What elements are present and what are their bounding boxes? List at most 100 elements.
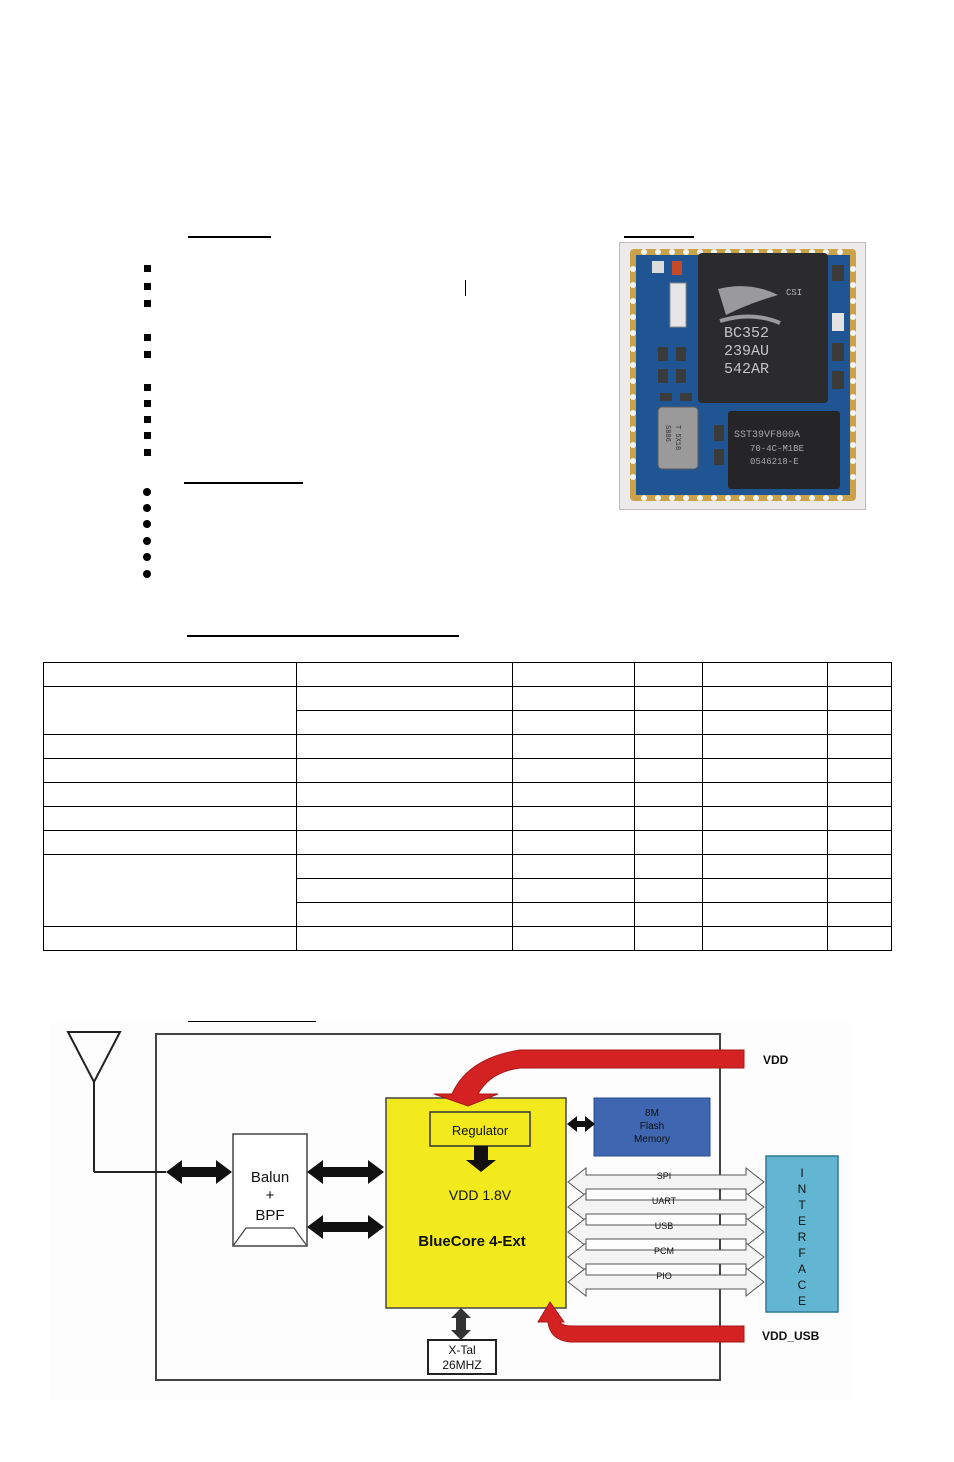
svg-text:Memory: Memory	[634, 1134, 670, 1145]
list-bullet	[143, 504, 151, 512]
list-bullet	[144, 432, 151, 439]
specifications-heading-underline	[187, 635, 459, 637]
flash-core-arrow	[567, 1116, 595, 1132]
list-bullet	[144, 449, 151, 456]
table-cell	[827, 926, 892, 951]
flash-memory-block: 8M Flash Memory	[593, 1097, 711, 1157]
table-cell	[512, 782, 635, 807]
table-cell	[702, 710, 828, 735]
antenna-icon	[66, 1031, 166, 1173]
table-cell	[634, 878, 703, 903]
svg-text:26MHZ: 26MHZ	[442, 1358, 481, 1372]
table-cell	[512, 902, 635, 927]
table-cell	[43, 758, 297, 783]
list-bullet	[143, 537, 151, 545]
bus-arrow-pcm: PCM	[567, 1241, 765, 1273]
table-cell	[512, 662, 635, 687]
table-row	[44, 878, 892, 903]
svg-text:CSI: CSI	[786, 288, 802, 298]
module-photo: CSI BC352 239AU 542AR SST39VF800A 70-4C-…	[619, 242, 866, 510]
photo-heading-underline	[624, 236, 694, 238]
table-cell	[827, 710, 892, 735]
svg-text:VDD_USB: VDD_USB	[762, 1329, 820, 1343]
svg-text:I: I	[800, 1166, 803, 1180]
vdd-usb-power-arrow	[537, 1301, 745, 1343]
table-cell	[702, 734, 828, 759]
table-row	[43, 758, 892, 783]
regulator-block	[429, 1111, 531, 1147]
table-cell	[43, 662, 297, 687]
svg-text:X-Tal: X-Tal	[448, 1343, 475, 1357]
svg-text:S886: S886	[663, 425, 671, 442]
svg-text:R: R	[798, 1230, 807, 1244]
svg-text:+: +	[266, 1187, 275, 1204]
list-bullet	[144, 384, 151, 391]
table-cell	[702, 662, 828, 687]
table-cell	[296, 662, 513, 687]
rf-double-arrow	[166, 1160, 232, 1184]
table-cell	[296, 926, 513, 951]
text-cursor-mark	[465, 280, 466, 296]
table-cell	[634, 734, 703, 759]
list-bullet	[143, 553, 151, 561]
svg-text:C: C	[798, 1278, 807, 1292]
flash-chip	[728, 411, 840, 489]
svg-text:8M: 8M	[645, 1108, 659, 1119]
table-cell	[296, 854, 513, 879]
svg-text:Regulator: Regulator	[452, 1123, 509, 1138]
table-cell	[634, 710, 703, 735]
bluetooth-module-image: CSI BC352 239AU 542AR SST39VF800A 70-4C-…	[620, 243, 865, 509]
table-cell	[512, 734, 635, 759]
table-cell	[702, 758, 828, 783]
table-row	[43, 662, 892, 687]
bus-arrow-spi: SPI	[567, 1166, 765, 1198]
table-cell	[512, 710, 635, 735]
list-bullet	[143, 488, 151, 496]
table-cell	[296, 830, 513, 855]
table-cell	[634, 830, 703, 855]
table-cell	[296, 806, 513, 831]
table-cell	[296, 710, 513, 735]
table-cell	[827, 782, 892, 807]
interface-block: I N T E R F A C E	[765, 1155, 839, 1313]
table-cell	[827, 854, 892, 879]
list-bullet	[144, 416, 151, 423]
svg-text:PIO: PIO	[656, 1271, 672, 1281]
crystal-component	[657, 406, 699, 470]
table-cell	[827, 806, 892, 831]
table-cell	[43, 926, 297, 951]
svg-text:BC352: BC352	[724, 325, 769, 342]
table-cell	[512, 830, 635, 855]
table-cell	[702, 902, 828, 927]
svg-text:A: A	[798, 1262, 806, 1276]
crystal-block: X-Tal 26MHZ	[427, 1308, 497, 1375]
bus-arrow-usb: USB	[567, 1216, 765, 1248]
vdd-power-arrow	[433, 1049, 745, 1107]
applications-heading-underline	[184, 482, 303, 484]
features-heading-underline	[188, 236, 271, 238]
table-cell	[827, 686, 892, 711]
table-cell	[827, 662, 892, 687]
balun-core-arrow-bottom	[307, 1215, 384, 1239]
svg-text:E: E	[798, 1214, 806, 1228]
table-cell	[512, 926, 635, 951]
list-bullet	[144, 400, 151, 407]
svg-text:UART: UART	[652, 1196, 677, 1206]
svg-text:E: E	[798, 1294, 806, 1308]
svg-text:Flash: Flash	[640, 1121, 664, 1132]
table-cell	[702, 686, 828, 711]
list-bullet	[144, 300, 151, 307]
table-cell	[827, 734, 892, 759]
svg-text:BlueCore 4-Ext: BlueCore 4-Ext	[418, 1233, 526, 1250]
table-cell	[296, 902, 513, 927]
table-cell	[512, 854, 635, 879]
list-bullet	[144, 283, 151, 290]
table-cell	[634, 806, 703, 831]
table-cell	[634, 926, 703, 951]
table-cell	[43, 806, 297, 831]
bluecore-block: Regulator VDD 1.8V BlueCore 4-Ext	[385, 1097, 567, 1309]
svg-text:VDD: VDD	[763, 1053, 789, 1067]
bus-arrow-uart: UART	[567, 1191, 765, 1223]
specification-table	[43, 662, 892, 951]
svg-text:USB: USB	[655, 1221, 674, 1231]
